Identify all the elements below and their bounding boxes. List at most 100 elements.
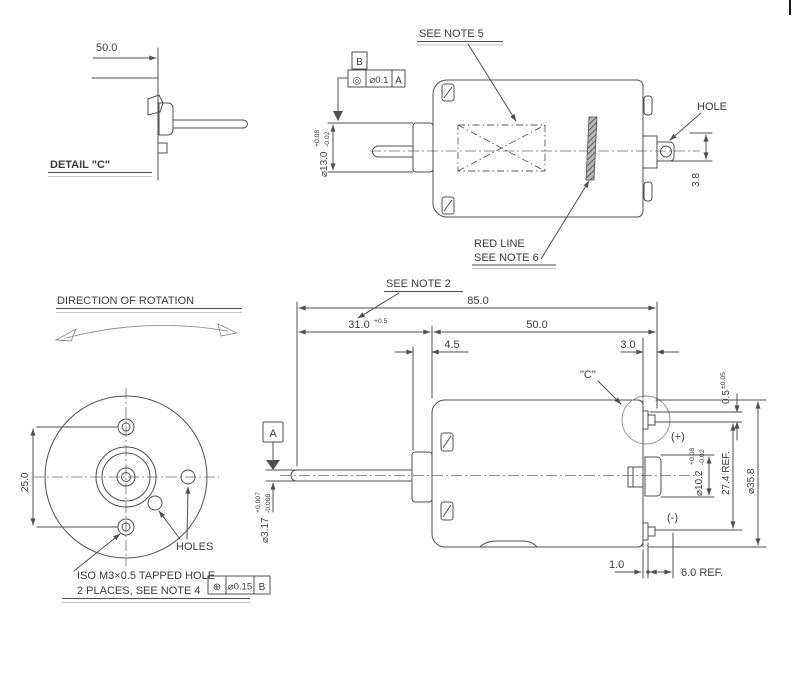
- top-view-clip-bottom: [441, 196, 455, 215]
- side-view: (+) (-) "C" SEE NOTE 2 85.0 31.0 +0.5 50…: [255, 278, 767, 579]
- top-view-clip-top: [441, 83, 455, 102]
- datum-a-label: A: [269, 428, 277, 440]
- concentricity-symbol: ◎: [353, 76, 362, 87]
- top-view-bearing-boss: [412, 122, 434, 173]
- detail-c-clip-shape: [147, 94, 164, 116]
- red-line-note: RED LINE SEE NOTE 6: [472, 180, 590, 269]
- hole-label: HOLE: [697, 101, 727, 113]
- tapped-note-line-2: 2 PLACES, SEE NOTE 4: [77, 585, 201, 597]
- see-note-5-label: SEE NOTE 5: [419, 28, 484, 40]
- dim-4-5: 4.5: [394, 339, 469, 451]
- dim-0-5-label: 0.5: [721, 390, 732, 404]
- top-view-shaft-tip: [372, 145, 379, 158]
- dia-10-2-dimension: ⌀10.2 +0.08 -0.02: [660, 448, 715, 498]
- dim-3-0-label: 3.0: [620, 339, 635, 351]
- direction-of-rotation-label: DIRECTION OF ROTATION: [57, 295, 194, 307]
- dim-3-0: 3.0: [620, 337, 680, 409]
- datum-a: A: [262, 421, 284, 470]
- dia-10-2-tol-minus: -0.02: [699, 449, 706, 465]
- plain-hole-lower: [147, 495, 163, 511]
- detail-c-reference-label: "C": [580, 369, 596, 381]
- dim-31: 31.0 +0.5: [298, 318, 433, 399]
- position-fcf: ⊕ ⌀0.15 B: [207, 575, 271, 595]
- side-view-motor-body: [431, 399, 644, 548]
- red-line-label-2: SEE NOTE 6: [474, 252, 539, 264]
- dim-27-4: 27.4 REF.: [654, 423, 743, 531]
- tapped-hole-bottom: [117, 518, 135, 536]
- red-line-label-1: RED LINE: [474, 238, 525, 250]
- detail-c-reference-leader: [597, 380, 622, 405]
- tapped-hole-bottom-minor: [121, 522, 131, 532]
- fcf-leader: [337, 77, 349, 112]
- detail-c-bracket: [158, 102, 174, 136]
- dim-0-5: 0.5 ±0.05: [649, 372, 743, 441]
- front-shaft-hole: [116, 467, 136, 487]
- detail-c-title: DETAIL "C": [50, 159, 110, 171]
- dim-31-label: 31.0: [348, 319, 369, 331]
- dia-10-2-label: ⌀10.2: [694, 470, 705, 496]
- plus-terminal-label: (+): [671, 431, 685, 443]
- brush-cap: [644, 456, 662, 497]
- dim-0-5-tol: ±0.05: [720, 372, 727, 389]
- direction-of-rotation: DIRECTION OF ROTATION: [54, 295, 242, 342]
- front-boss-outer: [95, 446, 157, 508]
- front-view: DIRECTION OF ROTATION 25.0: [20, 295, 271, 603]
- dim-31-tol: +0.5: [374, 318, 388, 325]
- position-tolerance: ⌀0.15: [228, 582, 252, 593]
- plus-terminal: [642, 410, 656, 430]
- detail-c-dim-50-label: 50.0: [96, 42, 117, 54]
- see-note-2: SEE NOTE 2: [357, 278, 463, 319]
- position-datum-ref: B: [259, 582, 266, 593]
- dia-10-2-tol-plus: +0.08: [689, 448, 696, 465]
- dia-13-dimension: ⌀13.0 +0.08 -0.02: [314, 122, 414, 177]
- dim-3-8-label: 3.8: [691, 173, 702, 187]
- datum-b-box: B: [351, 51, 368, 70]
- top-view-endbell: [642, 95, 675, 202]
- front-view-case-circle: [44, 395, 208, 559]
- datum-a-triangle: [266, 460, 280, 470]
- terminal-hole: [660, 145, 672, 158]
- dia-3-17-dimension: ⌀3.17 +0.007 -0.008: [255, 469, 298, 543]
- dia-3-17-tol-minus: -0.008: [265, 494, 272, 513]
- detail-c-tab: [157, 142, 168, 154]
- rear-bearing-boss: [627, 466, 644, 488]
- dim-25: 25.0: [20, 426, 118, 528]
- see-note-2-label: SEE NOTE 2: [386, 278, 451, 290]
- plain-hole-right: [180, 469, 196, 485]
- rotation-arc: [65, 324, 229, 339]
- tapped-hole-note: ISO M3×0.5 TAPPED HOLE 2 PLACES, SEE NOT…: [62, 533, 250, 603]
- top-view-motor-body: [432, 79, 644, 218]
- dim-1-0: 1.0: [609, 542, 650, 579]
- dim-85: 85.0: [296, 295, 658, 467]
- detail-c-view: 50.0 DETAIL "C": [48, 42, 248, 181]
- top-view: ⌀13.0 +0.08 -0.02 B ◎ ⌀0.1 A SEE NOTE 5: [314, 28, 727, 269]
- dim-6-0-label: 6.0 REF.: [681, 567, 723, 579]
- dim-50: 50.0: [433, 319, 656, 335]
- position-symbol: ⊕: [213, 582, 221, 593]
- dim-27-4-label: 27.4 REF.: [721, 451, 732, 495]
- dia-35-8-dimension: ⌀35.8: [647, 399, 767, 548]
- holes-label: HOLES: [176, 541, 213, 553]
- holes-callout: HOLES: [158, 486, 213, 553]
- red-line-strip: [585, 116, 598, 181]
- dim-85-label: 85.0: [467, 295, 488, 307]
- case-bottom-bump: [479, 540, 538, 548]
- side-view-clip-top: [440, 432, 454, 452]
- side-view-bearing-boss: [411, 451, 433, 503]
- dim-6-0: 6.0 REF.: [649, 532, 723, 579]
- front-boss-inner: [101, 452, 151, 502]
- side-view-clip-bottom: [440, 501, 454, 521]
- dim-3-8: 3.8: [656, 132, 713, 187]
- tapped-hole-top-minor: [121, 422, 131, 432]
- dia-13-tol-minus: -0.02: [324, 131, 331, 147]
- dim-50-label: 50.0: [526, 319, 547, 331]
- detail-c-reference-circle: [621, 395, 671, 445]
- datum-b-label: B: [356, 57, 363, 68]
- rotation-arrowhead-right: [217, 323, 239, 337]
- concentricity-tolerance: ⌀0.1: [370, 75, 389, 86]
- tapped-hole-top: [117, 418, 135, 436]
- minus-terminal: [642, 522, 656, 541]
- detail-c-shaft-tip: [242, 119, 248, 129]
